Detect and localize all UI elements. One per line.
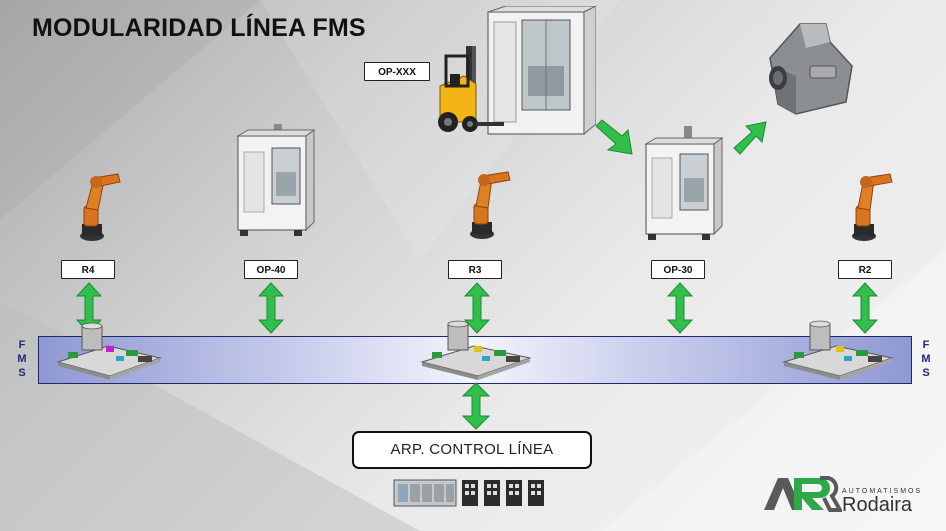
label-r4: R4 — [61, 260, 115, 279]
label-op-xxx: OP-XXX — [364, 62, 430, 81]
fms-letter: F — [922, 339, 930, 351]
fms-letter: M — [921, 353, 931, 365]
connector-housing-icon — [769, 23, 853, 115]
company-logo-mark-icon — [764, 476, 842, 512]
pallet-fixture-center-icon — [420, 320, 532, 380]
pallet-fixture-right-icon — [782, 320, 894, 380]
double-arrow-op30-icon — [667, 282, 693, 334]
robot-r4-icon — [80, 173, 121, 241]
label-r2: R2 — [838, 260, 892, 279]
plc-switches-icon — [393, 479, 544, 507]
pallet-fixture-left-icon — [56, 322, 162, 380]
logo-subtitle: AUTOMATISMOS — [842, 488, 923, 495]
machine-op30-icon — [644, 126, 724, 240]
arrow-to-op30-icon — [595, 119, 633, 155]
line-control-box: ARP. CONTROL LÍNEA — [352, 431, 592, 469]
fms-letter: M — [17, 353, 27, 365]
fms-label-left: F M S — [16, 338, 28, 380]
double-arrow-r3-icon — [464, 282, 490, 334]
page-title: MODULARIDAD LÍNEA FMS — [32, 14, 366, 42]
robot-r3-icon — [470, 171, 511, 239]
label-op-40: OP-40 — [244, 260, 298, 279]
robot-r2-icon — [852, 173, 893, 241]
label-op-30: OP-30 — [651, 260, 705, 279]
double-arrow-op40-icon — [258, 282, 284, 334]
logo-name: Rodaira — [842, 494, 913, 516]
double-arrow-control-icon — [462, 382, 490, 430]
machine-op40-icon — [236, 124, 316, 236]
arrow-to-connector-icon — [733, 121, 767, 155]
label-r3: R3 — [448, 260, 502, 279]
double-arrow-r2-icon — [852, 282, 878, 334]
fms-letter: F — [18, 339, 26, 351]
fms-label-right: F M S — [920, 338, 932, 380]
fms-letter: S — [922, 367, 930, 379]
fms-letter: S — [18, 367, 26, 379]
forklift-machine-icon — [438, 6, 596, 136]
